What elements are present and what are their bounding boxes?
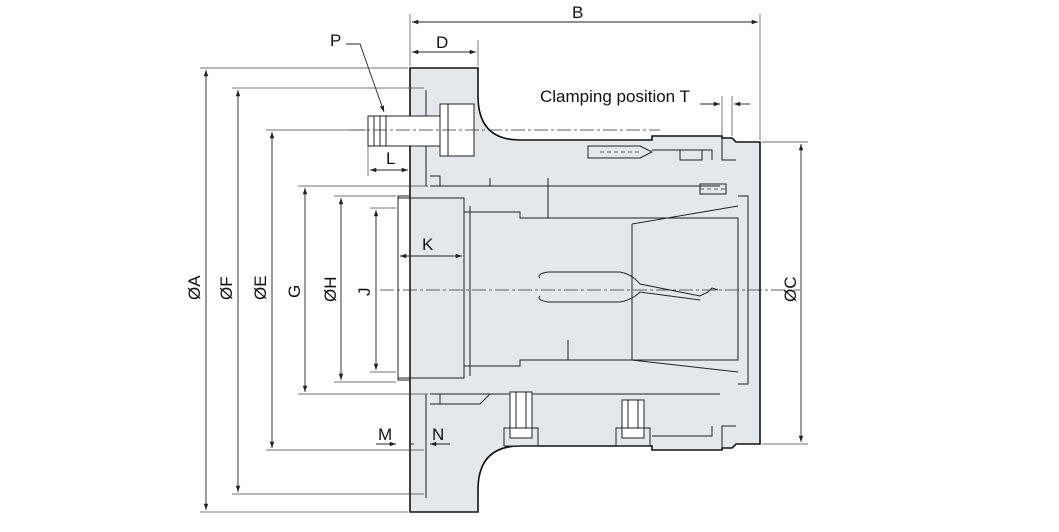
- label-k: K: [422, 235, 434, 254]
- label-dia-e: ØE: [251, 275, 270, 300]
- label-dia-h: ØH: [321, 277, 340, 303]
- label-d: D: [436, 33, 448, 52]
- dimension-lines: [200, 14, 808, 513]
- label-m: M: [378, 425, 392, 444]
- label-g: G: [285, 285, 304, 298]
- label-dia-f: ØF: [217, 276, 236, 300]
- label-dia-a: ØA: [185, 275, 204, 300]
- label-b: B: [572, 3, 583, 22]
- label-l: L: [386, 149, 395, 168]
- label-j: J: [355, 288, 374, 297]
- chuck-body: [397, 67, 761, 513]
- label-p: P: [330, 31, 341, 50]
- label-dia-c: ØC: [781, 277, 800, 303]
- label-n: N: [432, 425, 444, 444]
- stud-bolt: [350, 103, 660, 157]
- label-clamping-position: Clamping position T: [540, 87, 690, 106]
